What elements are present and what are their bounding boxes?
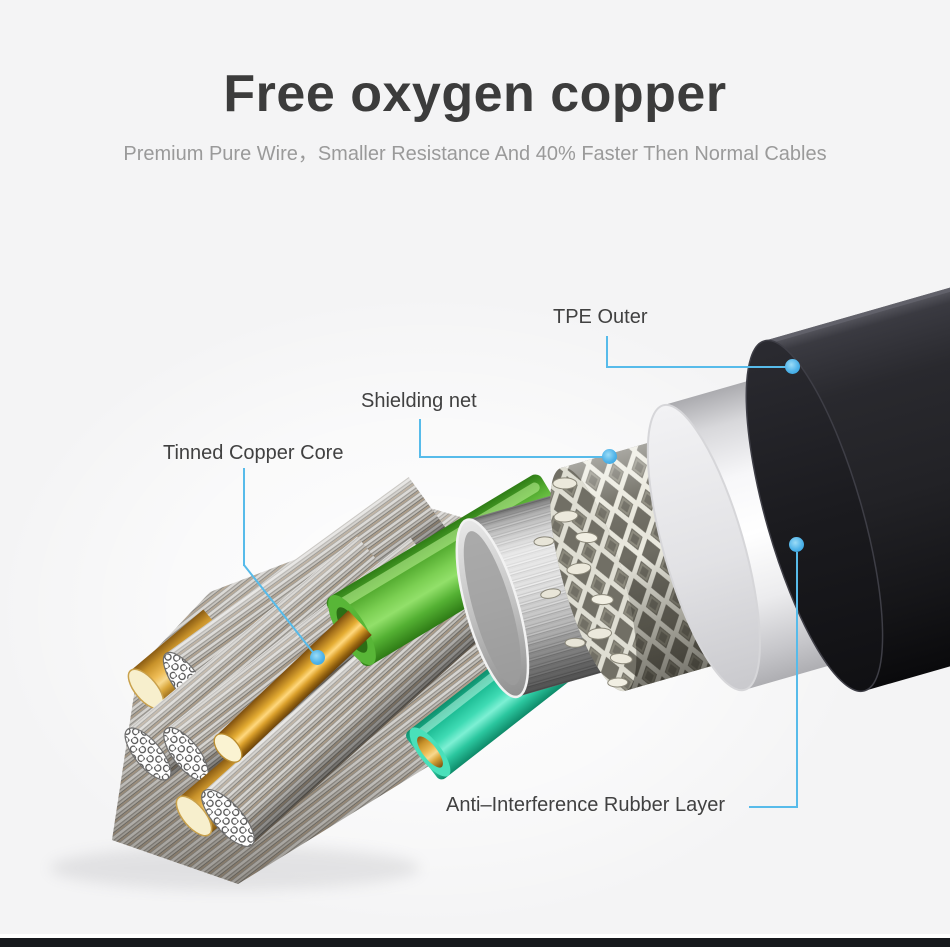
callout-line-shielding-net-horizontal	[419, 456, 602, 458]
label-tinned-copper-core: Tinned Copper Core	[163, 442, 344, 464]
callout-line-tpe-outer-vertical	[606, 336, 608, 367]
page-subtitle: Premium Pure Wire，Smaller Resistance And…	[123, 143, 827, 165]
braid-frayed-strands	[533, 477, 633, 688]
tpe-outer-jacket	[745, 214, 950, 693]
callout-line-tinned-copper-core-vertical	[243, 468, 245, 566]
strand-bundle	[201, 570, 498, 847]
callout-dot-shielding-net	[602, 449, 617, 464]
callout-line-anti-interference-vertical	[796, 552, 798, 808]
page-title: Free oxygen copper	[223, 65, 727, 123]
callout-line-shielding-net-vertical	[419, 419, 421, 457]
footer-divider	[0, 934, 950, 938]
callout-dot-anti-interference	[789, 537, 804, 552]
label-shielding-net: Shielding net	[361, 390, 477, 412]
outer-layer-stack	[455, 214, 950, 699]
tinned-copper-core-rod	[213, 610, 372, 763]
callout-line-tpe-outer-horizontal	[606, 366, 786, 368]
label-tpe-outer: TPE Outer	[553, 306, 648, 328]
label-anti-interference: Anti–Interference Rubber Layer	[446, 794, 726, 816]
callout-line-anti-interference-horizontal	[749, 806, 797, 808]
callout-dot-tpe-outer	[785, 359, 800, 374]
callout-dot-tinned-copper-core	[310, 650, 325, 665]
footer-dark-bar	[0, 938, 950, 947]
